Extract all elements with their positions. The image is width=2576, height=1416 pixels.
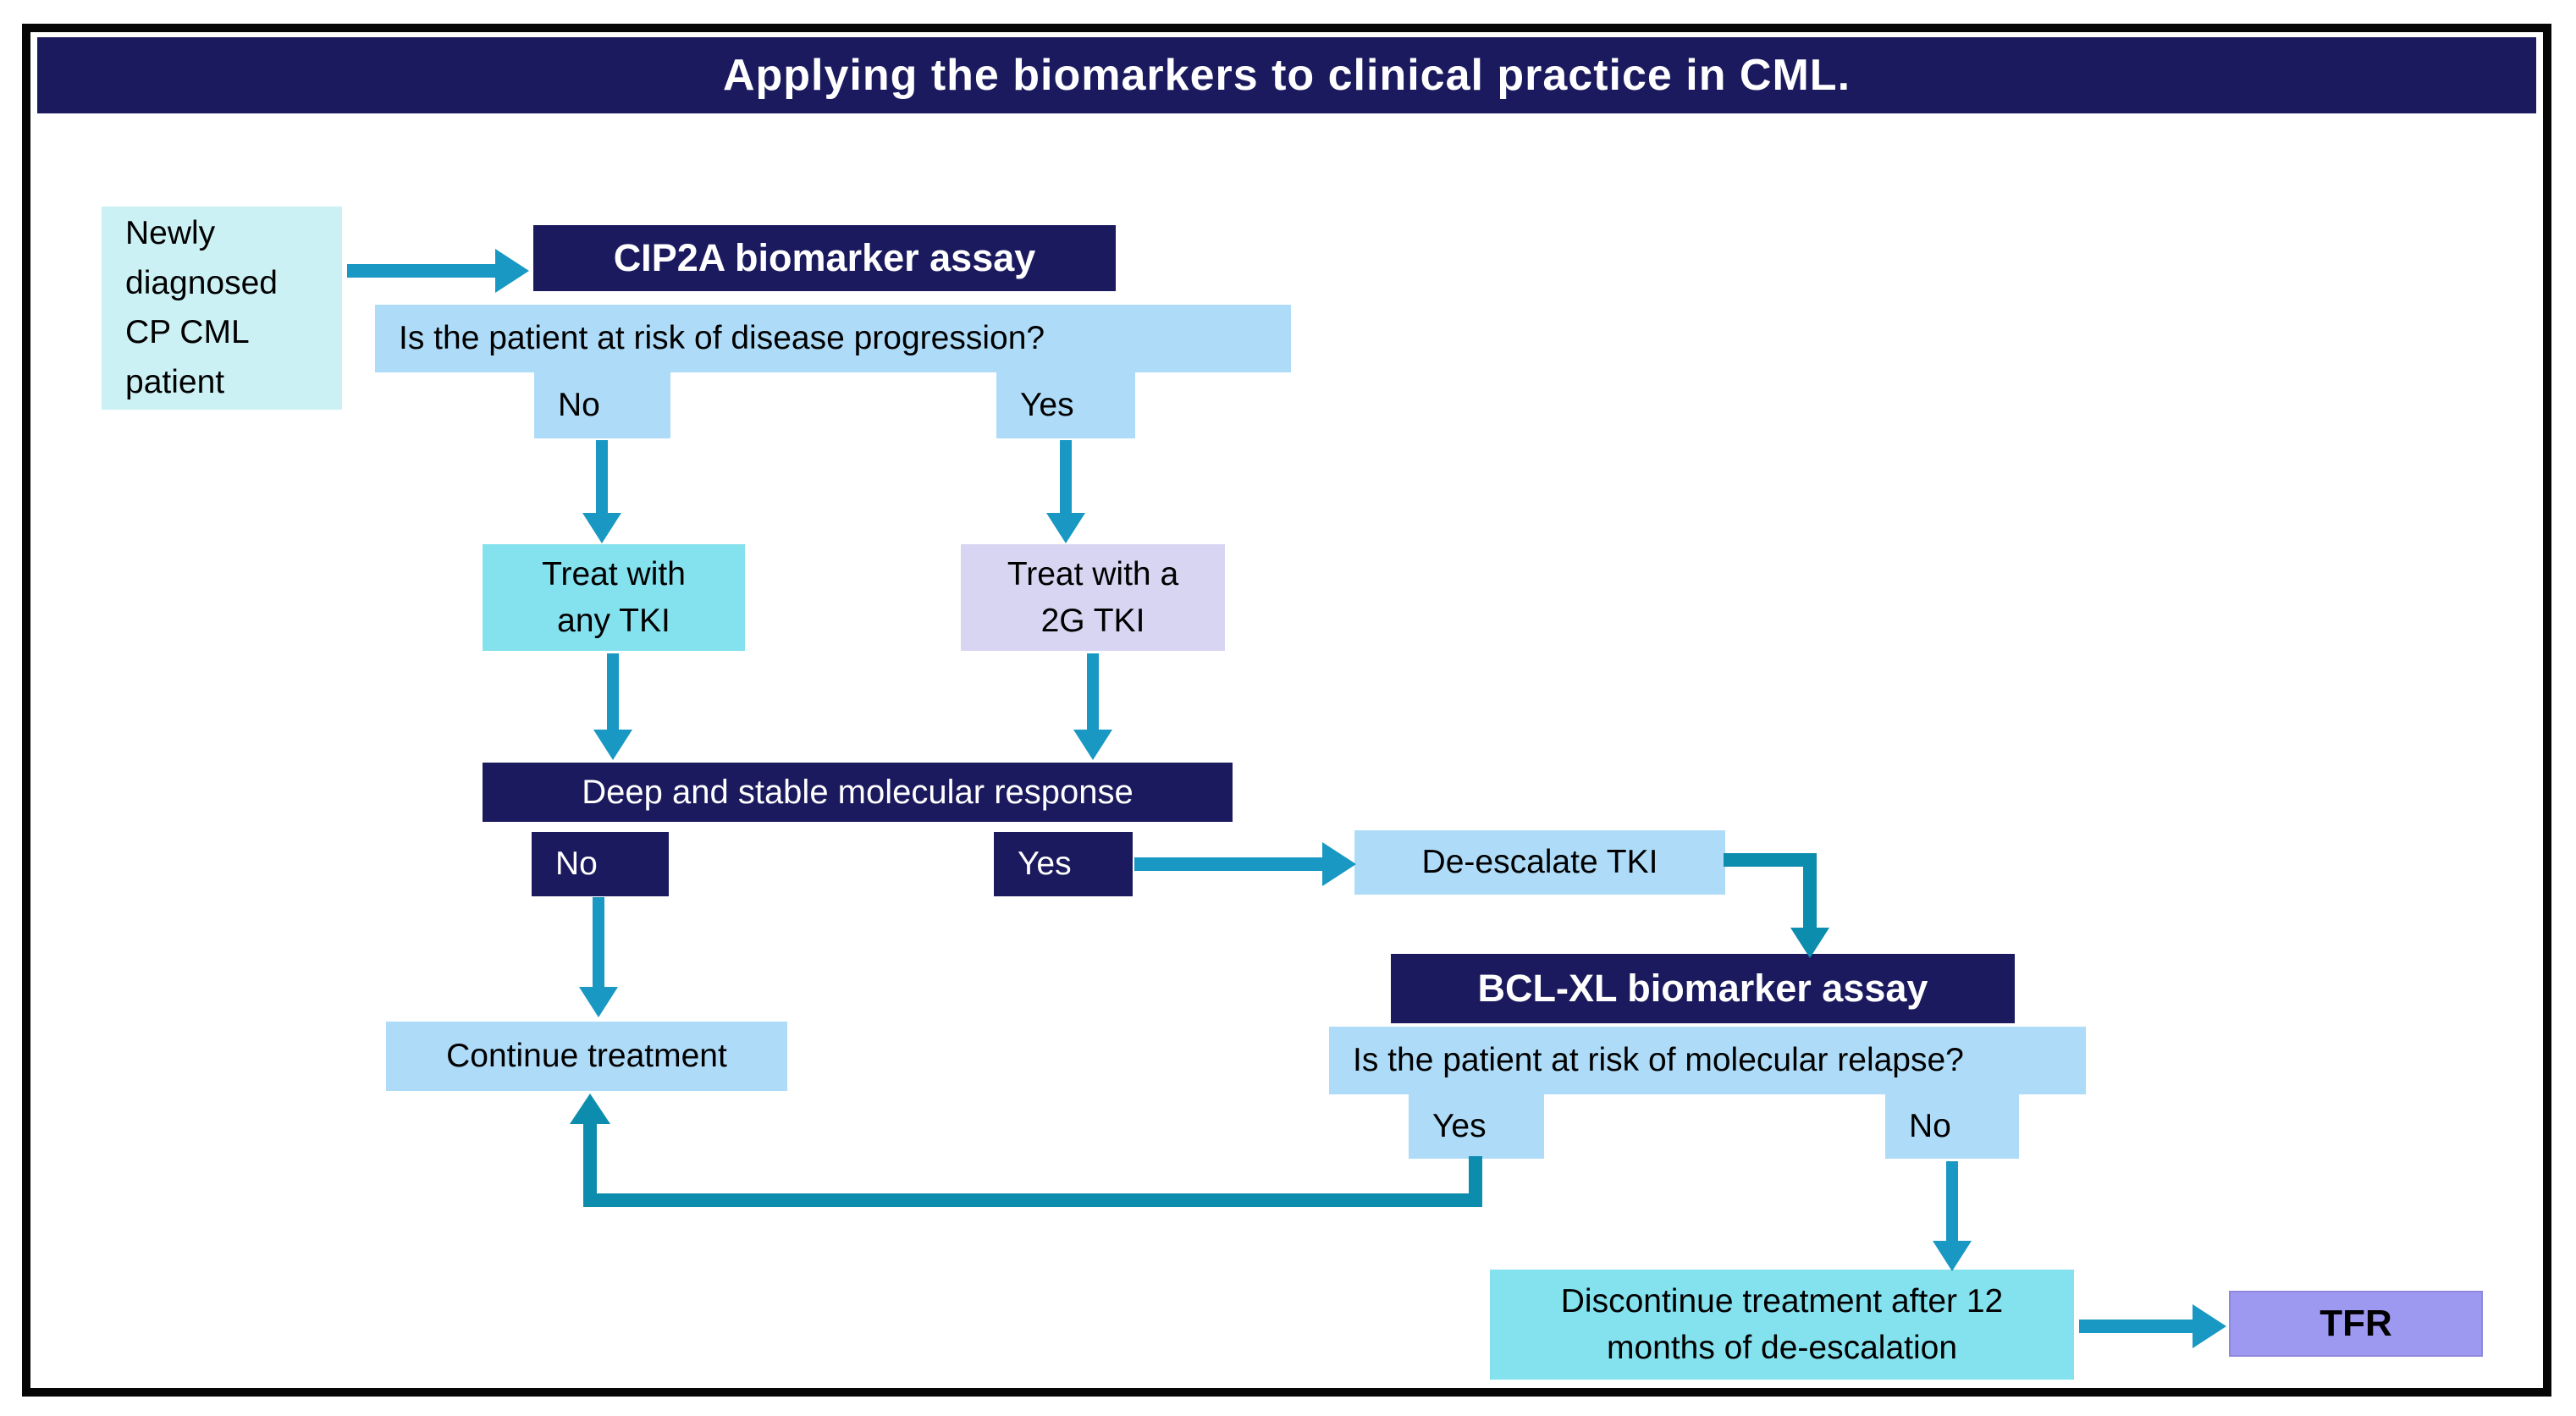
node-deescalate-tki-label: De-escalate TKI	[1421, 844, 1658, 881]
title-bar: Applying the biomarkers to clinical prac…	[37, 37, 2536, 113]
node-tfr: TFR	[2229, 1291, 2483, 1357]
connector-vertical-segment	[1803, 853, 1817, 928]
node-deescalate-tki: De-escalate TKI	[1354, 830, 1725, 895]
arrow-shaft	[596, 440, 608, 513]
node-deep-stable-response-label: Deep and stable molecular response	[582, 773, 1134, 811]
arrow-shaft	[347, 264, 495, 278]
arrow-head-right-icon	[2193, 1304, 2226, 1348]
node-continue-treatment-label: Continue treatment	[446, 1038, 727, 1075]
page-title: Applying the biomarkers to clinical prac…	[722, 51, 1851, 100]
arrow-head-down-icon	[1790, 928, 1829, 958]
node-discontinue-treatment-label: Discontinue treatment after 12 months of…	[1560, 1282, 2004, 1366]
arrow-head-down-icon	[582, 513, 621, 543]
node-yes-progression-label: Yes	[1020, 387, 1074, 424]
node-newly-diagnosed-label: Newly diagnosed CP CML patient	[125, 215, 278, 400]
node-yes-response: Yes	[994, 832, 1133, 896]
node-treat-any-tki: Treat with any TKI	[483, 544, 745, 651]
node-no-response: No	[532, 832, 669, 896]
node-no-relapse: No	[1885, 1094, 2019, 1159]
connector-vertical-segment	[1469, 1156, 1482, 1207]
arrow-shaft	[1946, 1161, 1958, 1241]
node-continue-treatment: Continue treatment	[386, 1022, 787, 1091]
outer-border-frame	[22, 24, 2551, 1397]
node-question-molecular-relapse-label: Is the patient at risk of molecular rela…	[1353, 1042, 1964, 1079]
connector-horizontal-segment	[583, 1193, 1482, 1207]
node-yes-progression: Yes	[996, 372, 1135, 438]
node-question-molecular-relapse: Is the patient at risk of molecular rela…	[1329, 1027, 2086, 1094]
node-cip2a-assay: CIP2A biomarker assay	[533, 225, 1116, 291]
node-no-relapse-label: No	[1909, 1108, 1951, 1145]
node-treat-2g-tki-label: Treat with a 2G TKI	[1007, 555, 1179, 639]
node-treat-2g-tki: Treat with a 2G TKI	[961, 544, 1225, 651]
arrow-head-down-icon	[1073, 730, 1112, 760]
arrow-shaft	[1134, 857, 1322, 871]
node-no-response-label: No	[555, 846, 598, 883]
arrow-head-down-icon	[1046, 513, 1085, 543]
node-question-disease-progression: Is the patient at risk of disease progre…	[375, 305, 1291, 372]
node-bclxl-assay-label: BCL-XL biomarker assay	[1477, 967, 1928, 1011]
arrow-head-down-icon	[593, 730, 632, 760]
node-no-progression: No	[534, 372, 670, 438]
arrow-head-down-icon	[579, 987, 618, 1017]
node-yes-relapse-label: Yes	[1432, 1108, 1487, 1145]
arrow-shaft	[1087, 653, 1099, 730]
node-cip2a-assay-label: CIP2A biomarker assay	[613, 236, 1036, 280]
node-yes-response-label: Yes	[1018, 846, 1072, 883]
arrow-shaft	[593, 897, 604, 987]
arrow-head-down-icon	[1933, 1241, 1972, 1271]
node-tfr-label: TFR	[2320, 1302, 2392, 1344]
arrow-shaft	[1060, 440, 1072, 513]
arrow-shaft	[607, 653, 619, 730]
node-question-disease-progression-label: Is the patient at risk of disease progre…	[399, 320, 1045, 357]
node-bclxl-assay: BCL-XL biomarker assay	[1391, 954, 2015, 1023]
node-discontinue-treatment: Discontinue treatment after 12 months of…	[1490, 1270, 2074, 1380]
arrow-shaft	[2079, 1320, 2193, 1333]
connector-vertical-segment	[583, 1122, 597, 1207]
arrow-head-up-icon	[570, 1094, 610, 1124]
node-treat-any-tki-label: Treat with any TKI	[542, 555, 686, 639]
connector-horizontal-segment	[1724, 853, 1817, 867]
node-newly-diagnosed: Newly diagnosed CP CML patient	[102, 207, 342, 410]
node-deep-stable-response: Deep and stable molecular response	[483, 763, 1233, 822]
arrow-head-right-icon	[1322, 842, 1356, 886]
arrow-head-right-icon	[495, 249, 529, 293]
node-yes-relapse: Yes	[1409, 1094, 1544, 1159]
node-no-progression-label: No	[558, 387, 600, 424]
